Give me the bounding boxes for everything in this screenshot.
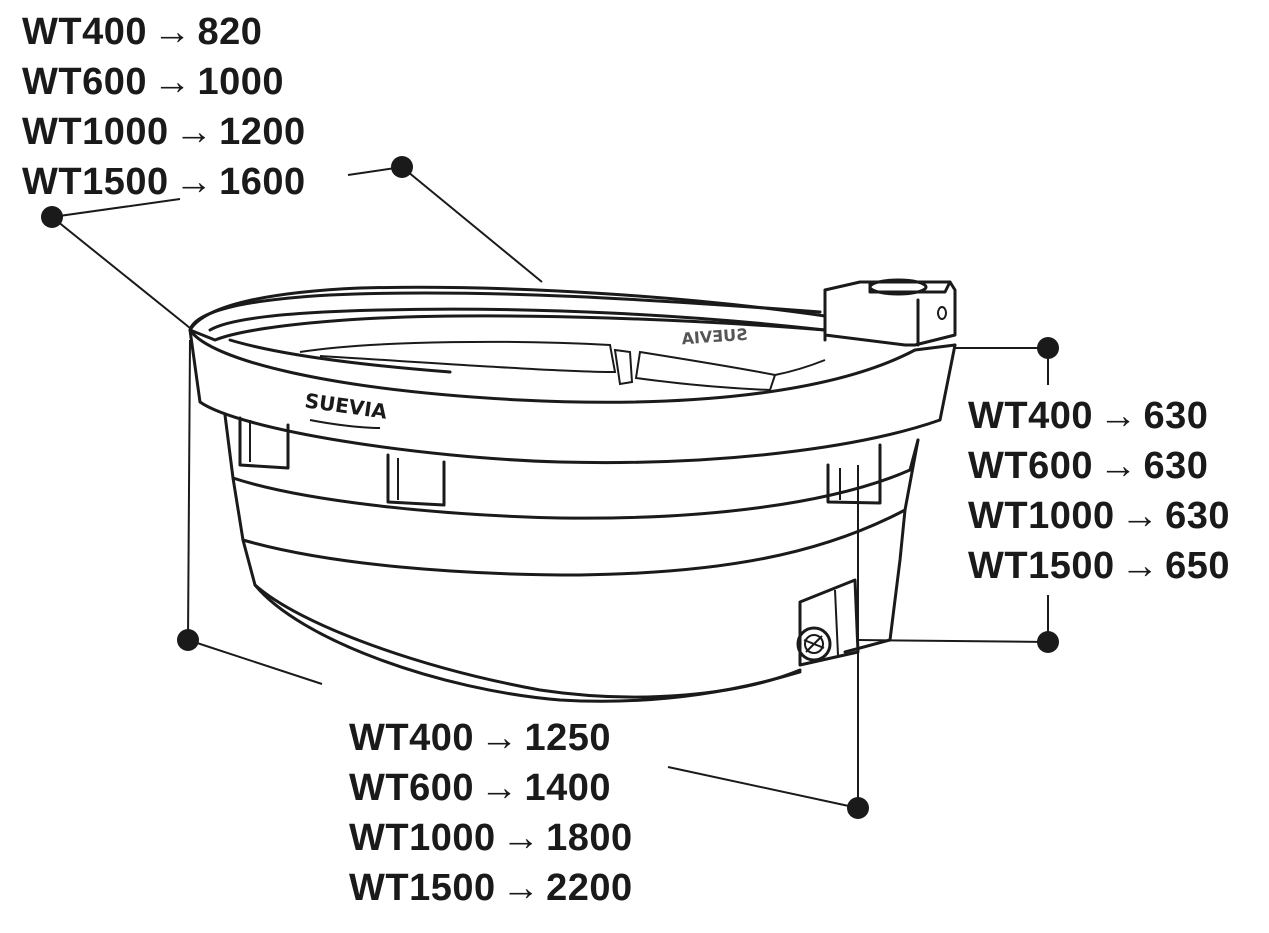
trough-outline [188,278,957,703]
length-label: WT400→820 [22,11,263,53]
brand-logo-front: SUEVIA [303,388,389,429]
dimension-markers [41,156,1059,819]
dimension-marker-dot [41,206,63,228]
height-label: WT1000→630 [968,495,1231,537]
dimension-marker-dot [391,156,413,178]
height-label: WT600→630 [968,445,1209,487]
brand-logo-back: SUEVIA [680,325,748,349]
float-valve-housing [823,278,957,347]
length-label: WT600→1000 [22,61,285,103]
dimension-marker-dot [847,797,869,819]
height-label: WT1500→650 [968,545,1231,587]
drain-valve-icon [796,626,832,662]
dimension-marker-dot [177,629,199,651]
svg-text:SUEVIA: SUEVIA [680,325,748,349]
dimension-leaders [51,166,1049,809]
height-label: WT400→630 [968,395,1209,437]
width-label: WT1000→1800 [349,817,633,859]
svg-text:SUEVIA: SUEVIA [303,388,389,423]
dimension-marker-dot [1037,337,1059,359]
width-label: WT1500→2200 [349,867,633,909]
dimension-marker-dot [1037,631,1059,653]
width-label: WT600→1400 [349,767,612,809]
width-dimension-labels: WT400→1250 WT600→1400 WT1000→1800 WT1500… [349,713,633,913]
length-label: WT1000→1200 [22,111,306,153]
length-dimension-labels: WT400→820 WT600→1000 WT1000→1200 WT1500→… [22,7,306,207]
width-label: WT400→1250 [349,717,612,759]
length-label: WT1500→1600 [22,161,306,203]
height-dimension-labels: WT400→630 WT600→630 WT1000→630 WT1500→65… [968,391,1230,591]
